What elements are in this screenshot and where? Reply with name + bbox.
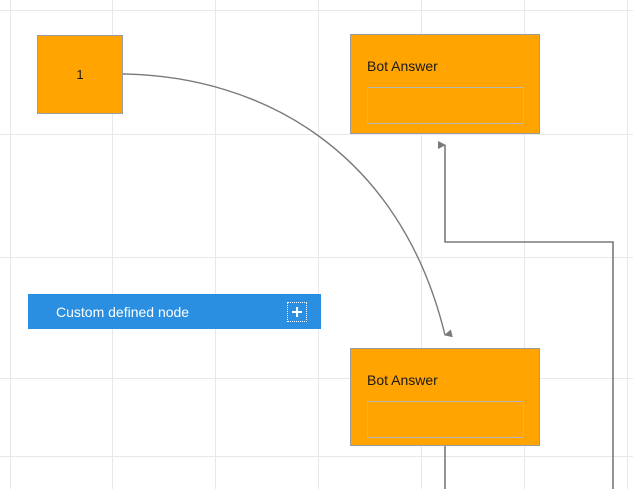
edge-curve[interactable] xyxy=(122,73,453,338)
node-bot-answer-bottom[interactable]: Bot Answer xyxy=(350,348,540,446)
node-1[interactable]: 1 xyxy=(37,35,123,114)
node-bot-answer-bottom-slot[interactable] xyxy=(367,401,524,438)
plus-icon[interactable] xyxy=(287,301,307,322)
custom-defined-node-label: Custom defined node xyxy=(56,303,190,320)
edge-orthogonal[interactable] xyxy=(438,141,614,489)
node-bot-answer-top-title: Bot Answer xyxy=(367,58,438,74)
node-bot-answer-top-slot[interactable] xyxy=(367,87,524,124)
custom-defined-node-item[interactable]: Custom defined node xyxy=(28,294,321,329)
node-1-label: 1 xyxy=(76,67,84,82)
node-bot-answer-top[interactable]: Bot Answer xyxy=(350,34,540,134)
node-bot-answer-bottom-title: Bot Answer xyxy=(367,372,438,388)
